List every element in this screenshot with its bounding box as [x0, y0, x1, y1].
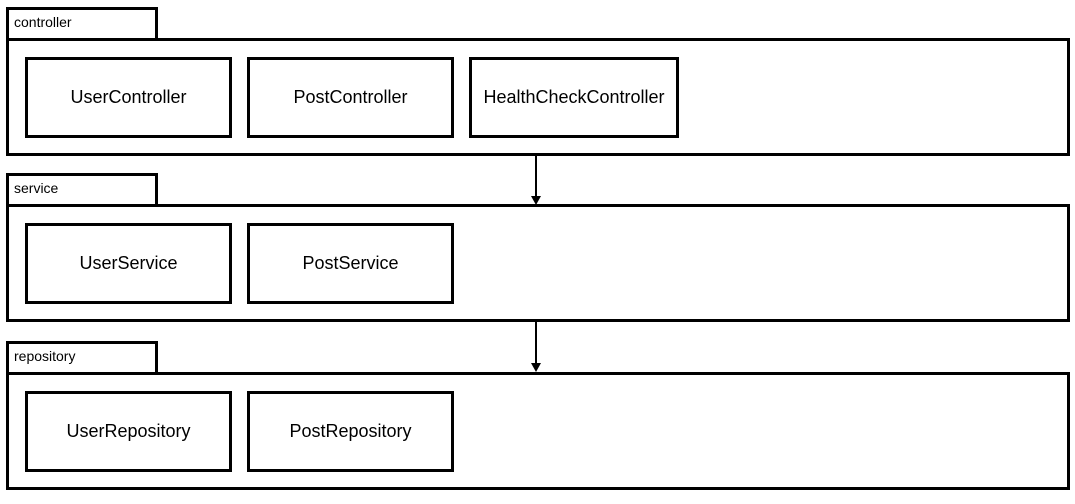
service-to-repository-arrowhead-icon: [531, 363, 541, 372]
health-check-controller-box: HealthCheckController: [469, 57, 679, 138]
user-repository-box: UserRepository: [25, 391, 232, 472]
controller-to-service-arrow-line: [535, 156, 537, 196]
service-layer-tab: service: [6, 173, 158, 206]
user-service-label: UserService: [79, 253, 178, 273]
user-controller-box: UserController: [25, 57, 232, 138]
service-layer-label: service: [14, 180, 59, 196]
user-repository-label: UserRepository: [66, 421, 191, 441]
post-repository-label: PostRepository: [289, 421, 412, 441]
post-service-box: PostService: [247, 223, 454, 304]
controller-layer: UserController PostController HealthChec…: [6, 38, 1070, 156]
user-service-box: UserService: [25, 223, 232, 304]
controller-layer-tab: controller: [6, 7, 158, 40]
post-service-label: PostService: [302, 253, 399, 273]
repository-layer: UserRepository PostRepository: [6, 372, 1070, 490]
post-controller-box: PostController: [247, 57, 454, 138]
health-check-controller-label: HealthCheckController: [483, 87, 665, 107]
post-repository-box: PostRepository: [247, 391, 454, 472]
controller-to-service-arrowhead-icon: [531, 196, 541, 205]
post-controller-label: PostController: [293, 87, 408, 107]
service-layer: UserService PostService: [6, 204, 1070, 322]
repository-layer-label: repository: [14, 348, 76, 364]
user-controller-label: UserController: [70, 87, 187, 107]
repository-layer-tab: repository: [6, 341, 158, 374]
controller-layer-label: controller: [14, 14, 72, 30]
service-to-repository-arrow-line: [535, 322, 537, 363]
